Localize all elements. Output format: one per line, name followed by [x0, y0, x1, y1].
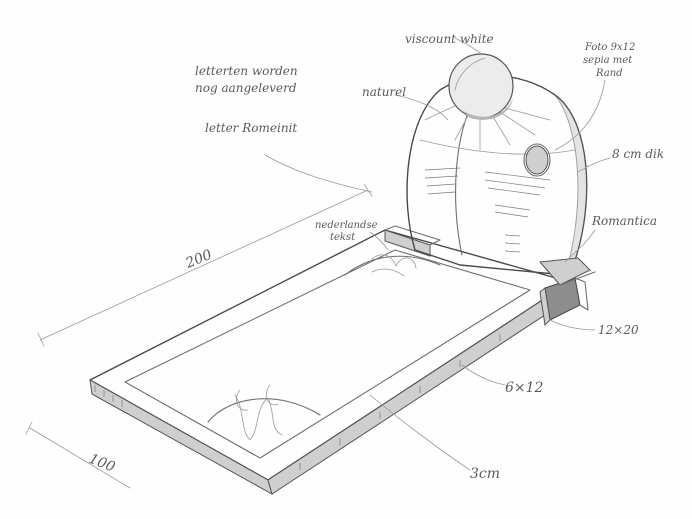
headstone-base	[538, 257, 596, 286]
corner-post	[539, 277, 589, 327]
leader-lines	[264, 37, 611, 471]
label-nederlandse-line1: nederlandse	[315, 220, 378, 231]
label-foto: Foto 9x12	[584, 42, 635, 53]
label-frame-profile: 6×12	[505, 380, 544, 396]
label-natural: naturel	[362, 85, 406, 99]
back-rail	[384, 225, 441, 257]
label-romantica: Romantica	[591, 214, 657, 228]
label-cross-section: 12×20	[598, 323, 639, 337]
label-thickness: 8 cm dik	[612, 147, 664, 161]
label-letters-line1: letterten worden	[195, 64, 298, 78]
front-emblem	[207, 384, 321, 441]
label-letter-style: letter Romeinit	[205, 121, 297, 135]
label-sepia: sepia met	[583, 55, 633, 66]
label-letters-line2: nog aangeleverd	[195, 81, 297, 95]
label-rand: Rand	[595, 68, 623, 79]
label-length: 200	[183, 247, 215, 272]
label-width: 100	[87, 451, 118, 476]
length-dimension-line	[37, 183, 373, 347]
label-nederlandse-line2: tekst	[330, 232, 356, 243]
label-gap: 3cm	[470, 466, 500, 482]
base-ornament	[344, 254, 441, 277]
photo-frame	[523, 143, 551, 177]
base-frame	[89, 229, 575, 496]
label-viscount-white: viscount white	[405, 32, 494, 46]
sphere-ornament	[448, 53, 514, 120]
width-dimension-line	[25, 421, 131, 489]
